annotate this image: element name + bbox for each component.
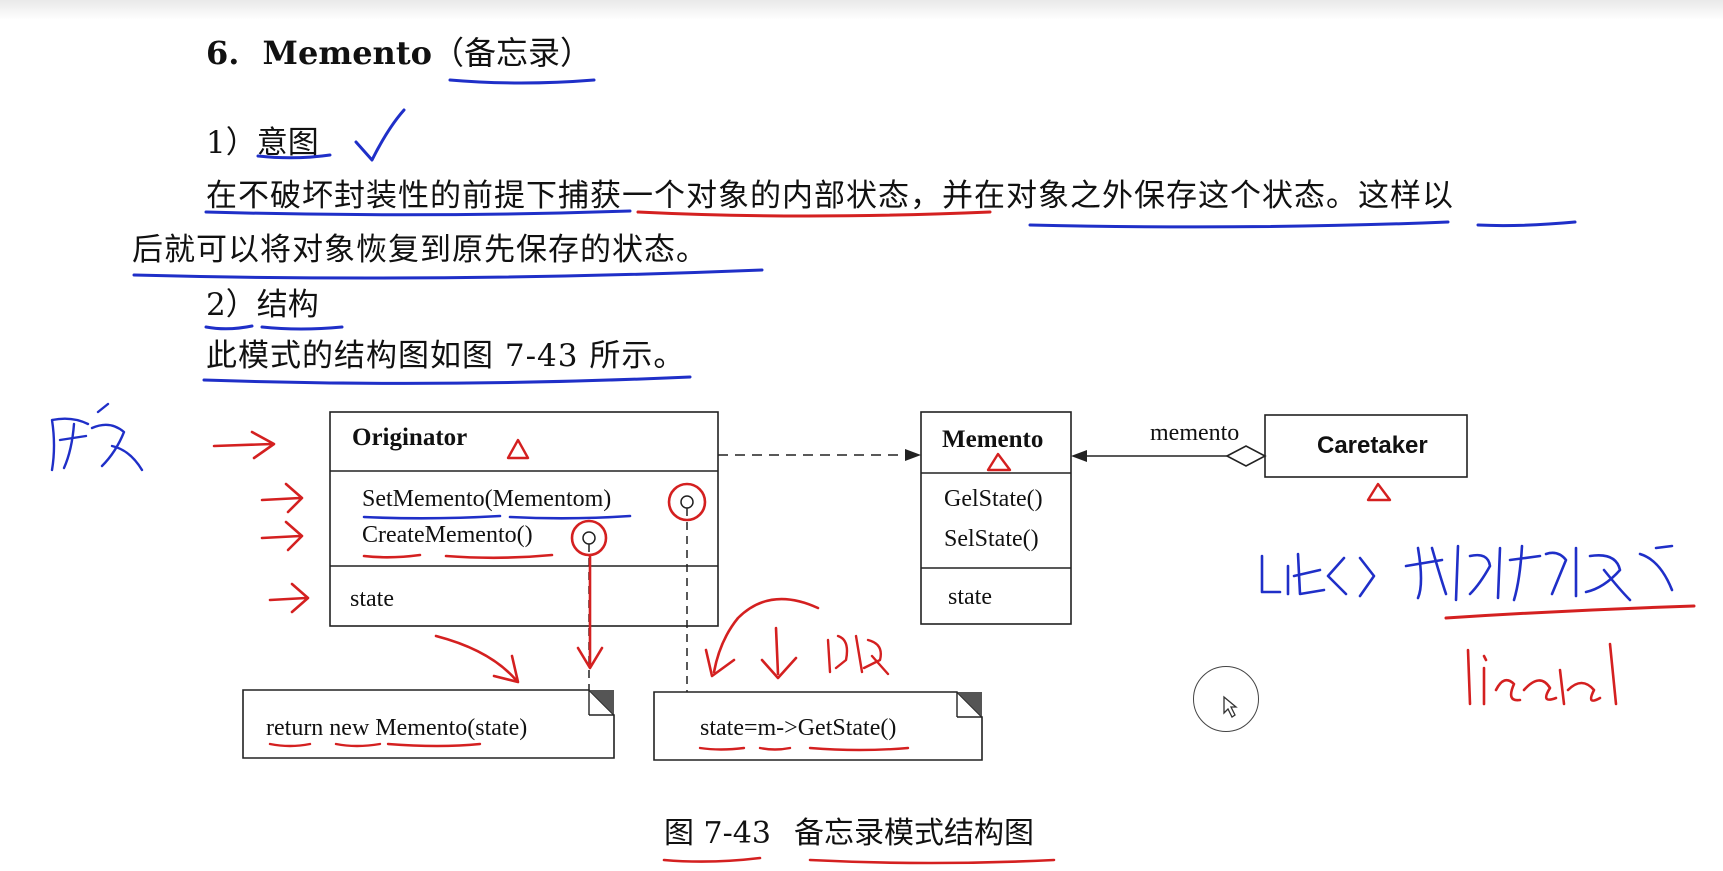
aggregation-role-label: memento	[1150, 420, 1239, 446]
memento-box	[920, 411, 1072, 625]
memento-method-setstate: SelState()	[944, 526, 1039, 552]
heading-title: Memento	[262, 34, 432, 72]
set-note-box	[653, 691, 983, 761]
figure-caption: 备忘录模式结构图	[794, 816, 1034, 851]
figure-number: 图 7-43	[664, 816, 771, 851]
set-note-fold	[957, 692, 982, 717]
caretaker-name: Caretaker	[1317, 432, 1428, 459]
originator-method-creatememento: CreateMemento()	[362, 522, 533, 548]
memento-name: Memento	[942, 426, 1043, 453]
memento-attribute-state: state	[948, 584, 992, 610]
originator-class: Originator SetMemento(Mementom) CreateMe…	[329, 411, 719, 627]
set-note-anchor	[680, 495, 694, 509]
create-note-anchor	[582, 531, 596, 545]
originator-method-setmemento: SetMemento(Mementom)	[362, 486, 611, 512]
section-heading: 6. Memento（备忘录）	[206, 28, 592, 74]
create-memento-note: return new Memento(state)	[242, 689, 615, 759]
memento-class: Memento GelState() SelState() state	[920, 411, 1072, 625]
create-note-text: return new Memento(state)	[266, 715, 527, 741]
intent-line-2: 后就可以将对象恢复到原先保存的状态。	[132, 232, 708, 268]
window-top-bar	[0, 0, 1723, 20]
mouse-cursor-icon	[1223, 695, 1238, 718]
set-note-text: state=m->GetState()	[700, 715, 896, 741]
aggregation-diamond	[1225, 445, 1267, 467]
caretaker-class: Caretaker	[1264, 414, 1468, 478]
dependency-arrowhead	[905, 449, 921, 461]
structure-label: 2）结构	[206, 287, 319, 323]
pointer-highlight-ring	[1193, 666, 1259, 732]
structure-desc: 此模式的结构图如图 7-43 所示。	[206, 338, 686, 374]
caretaker-box	[1264, 414, 1468, 478]
heading-number: 6.	[206, 34, 240, 72]
create-note-fold	[589, 690, 614, 715]
originator-name: Originator	[352, 424, 467, 451]
create-note-box	[242, 689, 615, 759]
heading-paren: （备忘录）	[431, 34, 592, 72]
aggregation-arrowhead	[1071, 450, 1087, 462]
set-memento-note: state=m->GetState()	[653, 691, 983, 761]
intent-line-1: 在不破坏封装性的前提下捕获一个对象的内部状态，并在对象之外保存这个状态。这样以	[206, 178, 1454, 214]
memento-method-getstate: GelState()	[944, 486, 1043, 512]
originator-attribute-state: state	[350, 586, 394, 612]
